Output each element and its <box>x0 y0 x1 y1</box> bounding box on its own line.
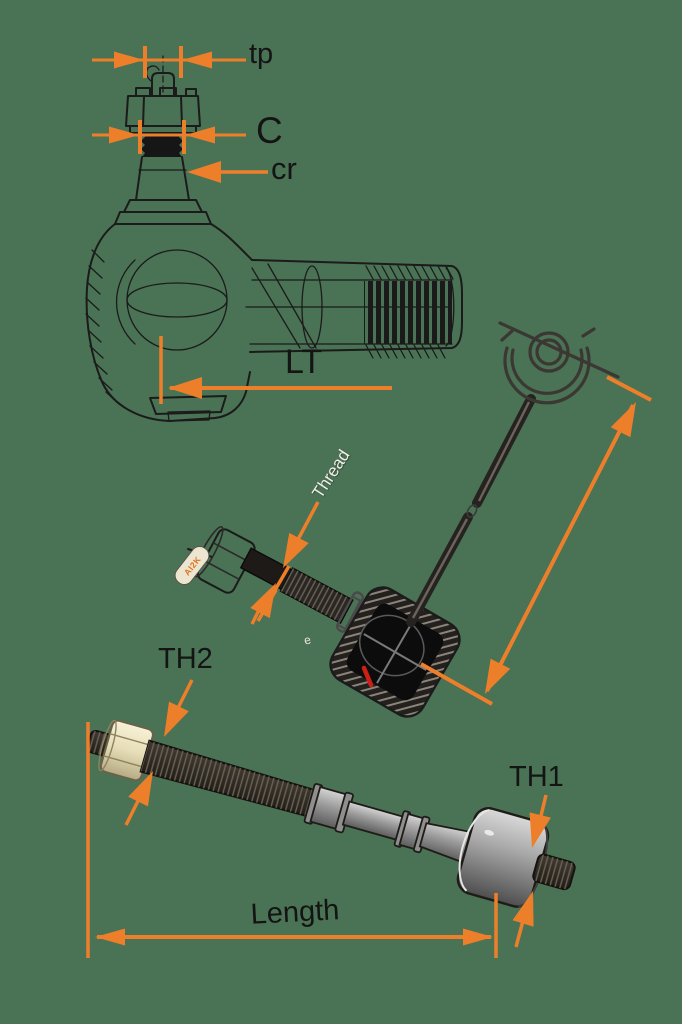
ball-housing <box>85 223 253 422</box>
length-label: Length <box>249 894 341 931</box>
cr-dimension <box>187 161 268 183</box>
th2-label: TH2 <box>158 643 213 675</box>
thread-pointer <box>250 501 320 625</box>
assembly-length-dimension <box>420 375 652 706</box>
hex-nut <box>98 719 154 782</box>
castellated-nut <box>125 87 201 134</box>
connecting-rod <box>406 394 536 627</box>
inner-tie-rod-drawing <box>86 719 576 908</box>
c-label: C <box>256 110 283 151</box>
outer-tie-rod-section-drawing <box>85 55 463 422</box>
threaded-socket-arm <box>245 259 463 359</box>
th1-label: TH1 <box>509 761 564 793</box>
tp-label: tp <box>249 38 274 70</box>
tp-dimension <box>92 46 246 78</box>
stud-taper <box>135 156 190 201</box>
housing-top <box>114 199 212 225</box>
cr-label: cr <box>271 151 297 186</box>
stud-thread <box>141 133 183 157</box>
lt-dimension <box>159 336 392 404</box>
lt-label: LT <box>285 343 323 381</box>
assembly-drawing <box>187 321 620 718</box>
red-mark <box>361 665 374 688</box>
th1-stud-thread <box>532 853 576 891</box>
length-dimension <box>86 722 498 958</box>
th2-dimension <box>124 679 194 826</box>
th2-thread-section <box>139 739 317 818</box>
ball-housing-3d <box>456 807 550 908</box>
th1-dimension <box>512 794 551 948</box>
c-dimension <box>92 120 246 154</box>
clevis-fork <box>498 321 620 405</box>
assembly-housing <box>329 586 461 718</box>
cotter-pin <box>145 65 175 96</box>
